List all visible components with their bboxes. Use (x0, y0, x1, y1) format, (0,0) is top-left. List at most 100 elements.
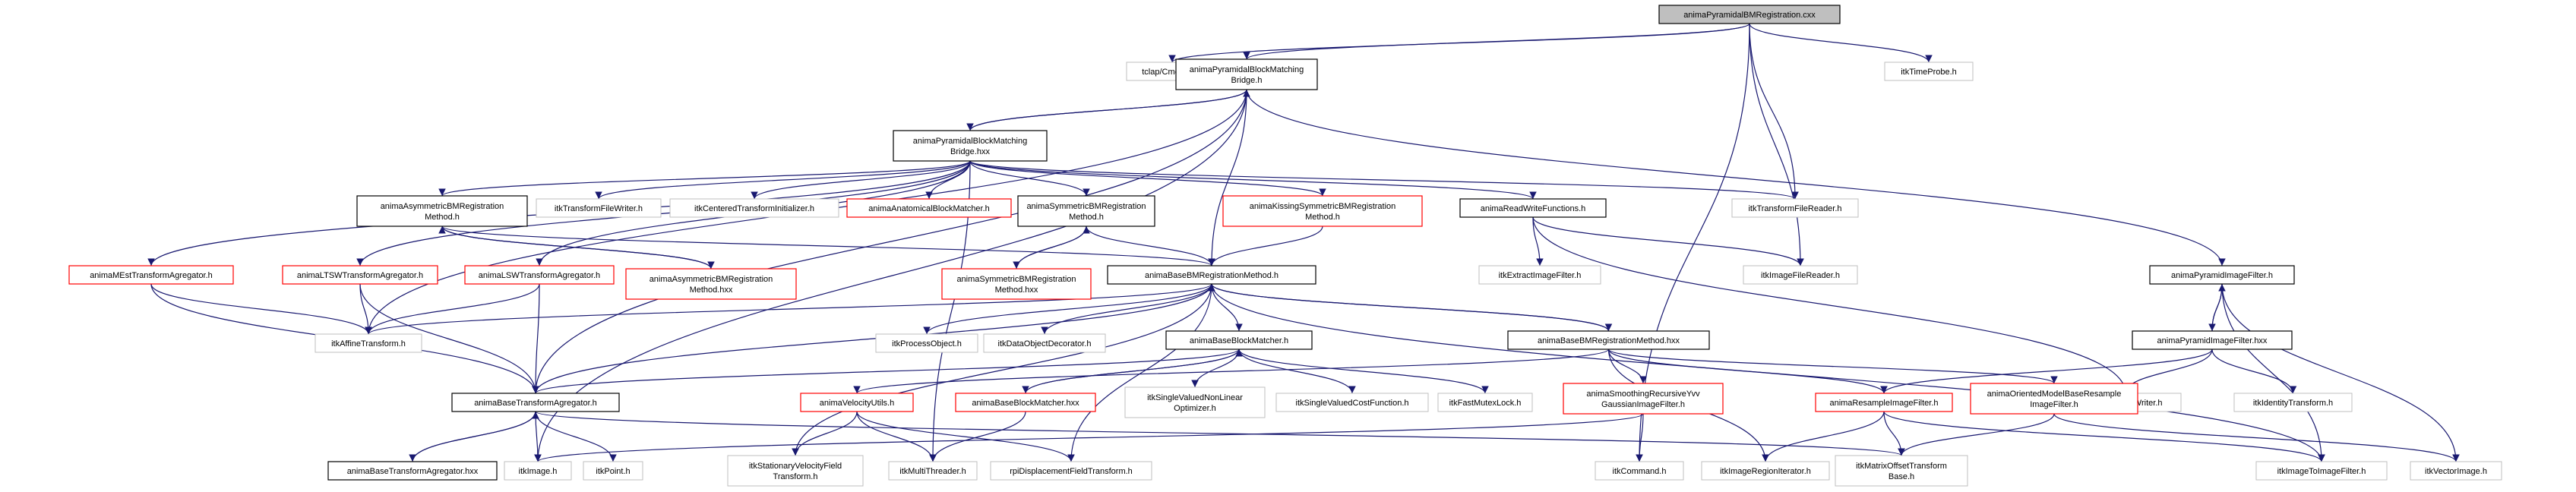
node-label: animaOrientedModelBaseResample (1987, 390, 2122, 399)
node-box (1743, 265, 1858, 285)
node-label: itkMultiThreader.h (899, 467, 966, 476)
node-box (2410, 461, 2502, 481)
node-orientResample[interactable]: animaOrientedModelBaseResampleImageFilte… (1970, 383, 2138, 415)
node-dataObjDec: itkDataObjectDecorator.h (983, 333, 1106, 353)
node-baseAggHxx[interactable]: animaBaseTransformAgregator.hxx (327, 461, 498, 481)
edge-asymBMhxx-to-asymBM (438, 226, 712, 270)
node-label: Method.h (1069, 213, 1104, 222)
node-kissBM[interactable]: animaKissingSymmetricBMRegistrationMetho… (1222, 195, 1423, 227)
node-box (68, 265, 234, 285)
node-baseAggH[interactable]: animaBaseTransformAgregator.h (451, 393, 620, 412)
edge-velUtils-to-rpiDisp (856, 411, 1075, 462)
node-label: animaBaseBlockMatcher.h (1190, 336, 1288, 345)
node-tfWriter: itkTransformFileWriter.h (536, 198, 662, 218)
node-baseBlockHxx[interactable]: animaBaseBlockMatcher.hxx (955, 393, 1096, 412)
node-anatBM[interactable]: animaAnatomicalBlockMatcher.h (846, 198, 1012, 218)
edge-pyrFilterHxx-to-identTf (2211, 348, 2297, 394)
node-box (1017, 195, 1155, 227)
node-box (955, 393, 1096, 412)
node-label: ImageFilter.h (2030, 400, 2078, 409)
edge-pyrFilterH-to-vecImg (2221, 283, 2460, 462)
node-itkPoint: itkPoint.h (583, 461, 643, 481)
node-label: animaKissingSymmetricBMRegistration (1250, 202, 1396, 211)
node-baseBlockH[interactable]: animaBaseBlockMatcher.h (1165, 330, 1313, 350)
node-resample[interactable]: animaResampleImageFilter.h (1815, 393, 1953, 412)
edge-asymBM-to-baseBMh (441, 226, 1215, 266)
node-baseBMhxx[interactable]: animaBaseBMRegistrationMethod.hxx (1507, 330, 1710, 350)
edge-root-to-pbmBridgeH (1243, 23, 1750, 60)
node-ltswAgg[interactable]: animaLTSWTransformAgregator.h (282, 265, 438, 285)
node-label: itkVectorImage.h (2425, 467, 2487, 476)
node-root[interactable]: animaPyramidalBMRegistration.cxx (1658, 5, 1841, 24)
edge-root-to-tfReader (1749, 23, 1799, 200)
node-box (327, 461, 498, 481)
edge-readWrite-to-imgWriter (1532, 216, 2129, 394)
node-box (800, 393, 914, 412)
node-box (1275, 393, 1429, 412)
node-box (990, 461, 1152, 481)
node-lswAgg[interactable]: animaLSWTransformAgregator.h (464, 265, 615, 285)
edge-baseBlockH-to-fastMutex (1238, 348, 1489, 394)
node-label: rpiDisplacementFieldTransform.h (1010, 467, 1133, 476)
edge-kissBM-to-baseBMh (1208, 226, 1323, 266)
node-box (1815, 393, 1953, 412)
edge-orientResample-to-matOffset (1898, 413, 2055, 456)
node-box (536, 198, 662, 218)
node-label: itkIdentityTransform.h (2253, 399, 2333, 408)
node-label: itkPoint.h (596, 467, 630, 476)
node-label: itkTimeProbe.h (1901, 68, 1957, 77)
node-label: itkCenteredTransformInitializer.h (694, 204, 814, 213)
node-rpiDisp: rpiDisplacementFieldTransform.h (990, 461, 1152, 481)
edge-smoothYvv-to-itkCommand (1636, 413, 1644, 462)
edge-mestAgg-to-affine (150, 283, 372, 335)
node-label: itkSingleValuedCostFunction.h (1296, 399, 1409, 408)
edge-pbmBridgeHxx-to-asymBM (438, 160, 971, 197)
node-label: animaSmoothingRecursiveYvv (1586, 390, 1700, 399)
node-label: itkDataObjectDecorator.h (998, 339, 1092, 348)
node-box (504, 461, 572, 481)
edge-lswAgg-to-baseAggH (532, 283, 540, 394)
node-vecImg: itkVectorImage.h (2410, 461, 2502, 481)
node-label: itkStationaryVelocityField (749, 462, 842, 471)
node-box (2132, 330, 2293, 350)
node-mestAgg[interactable]: animaMEstTransformAgregator.h (68, 265, 234, 285)
node-imgToImg: itkImageToImageFilter.h (2255, 461, 2388, 481)
node-box (846, 198, 1012, 218)
node-velUtils[interactable]: animaVelocityUtils.h (800, 393, 914, 412)
node-label: animaPyramidImageFilter.hxx (2157, 336, 2268, 345)
edge-baseBMh-to-baseAggH (532, 283, 1212, 394)
edge-pyrFilterHxx-to-pyrFilterH (2211, 283, 2226, 332)
node-box (583, 461, 643, 481)
edge-velUtils-to-multiThr (856, 411, 937, 462)
node-label: itkAffineTransform.h (331, 339, 406, 348)
node-box (727, 455, 864, 487)
node-box (451, 393, 620, 412)
node-pyrFilterH[interactable]: animaPyramidImageFilter.h (2149, 265, 2295, 285)
node-itkCommand: itkCommand.h (1595, 461, 1684, 481)
node-label: Bridge.hxx (950, 147, 990, 156)
node-label: itkProcessObject.h (892, 339, 962, 348)
node-readWrite[interactable]: animaReadWriteFunctions.h (1459, 198, 1607, 218)
node-baseBMh[interactable]: animaBaseBMRegistrationMethod.h (1107, 265, 1316, 285)
edge-symBM-to-baseBMh (1086, 226, 1215, 266)
node-box (314, 333, 422, 353)
node-box (1507, 330, 1710, 350)
node-label: animaMEstTransformAgregator.h (90, 271, 213, 280)
edge-baseBMhxx-to-smoothYvv (1607, 348, 1647, 384)
node-pyrFilterHxx[interactable]: animaPyramidImageFilter.hxx (2132, 330, 2293, 350)
edge-pbmBridgeHxx-to-tfReader (969, 160, 1799, 200)
edge-pbmBridgeHxx-to-readWrite (969, 160, 1537, 200)
node-smoothYvv[interactable]: animaSmoothingRecursiveYvvGaussianImageF… (1563, 383, 1724, 415)
node-label: animaLSWTransformAgregator.h (479, 271, 600, 280)
node-box (1835, 455, 1968, 487)
